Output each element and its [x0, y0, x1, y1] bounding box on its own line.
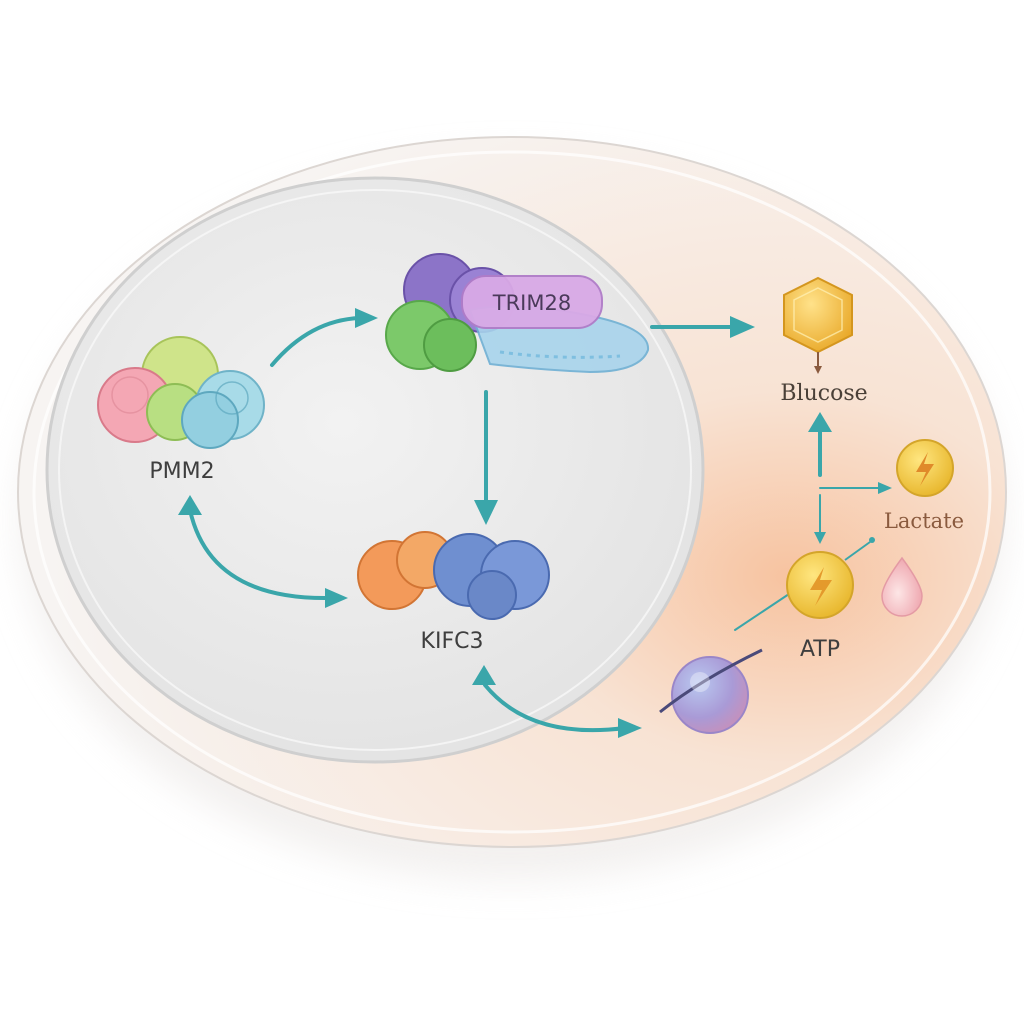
nucleus-envelope [58, 189, 692, 751]
cell-membrane-inner [32, 150, 992, 834]
pmm2-protein[interactable] [97, 336, 265, 449]
glucose-molecule[interactable] [783, 276, 853, 374]
pmm2-label: PMM2 [149, 459, 214, 484]
arrowheads [178, 308, 892, 738]
lactate-energy-icon[interactable] [896, 439, 954, 497]
vesicle-sphere[interactable] [659, 648, 763, 734]
trim28-complex[interactable] [385, 253, 650, 374]
trim28-label: TRIM28 [492, 291, 571, 315]
arrow-sphere-to-atp [734, 589, 796, 631]
atp-label: ATP [800, 637, 840, 662]
glucose-label: Blucose [780, 381, 867, 406]
arrow-pmm2-to-trim28 [270, 316, 362, 367]
lactate-label: Lactate [884, 509, 964, 533]
arrow-pmm2-kifc3 [188, 508, 332, 601]
pathway-arrows [188, 316, 881, 733]
atp-molecule[interactable] [786, 537, 875, 619]
nucleus [45, 176, 705, 764]
kifc3-label: KIFC3 [421, 629, 484, 654]
arrow-kifc3-to-sphere [483, 683, 627, 733]
kifc3-protein[interactable] [357, 531, 550, 620]
lactate-droplet[interactable] [881, 556, 923, 617]
